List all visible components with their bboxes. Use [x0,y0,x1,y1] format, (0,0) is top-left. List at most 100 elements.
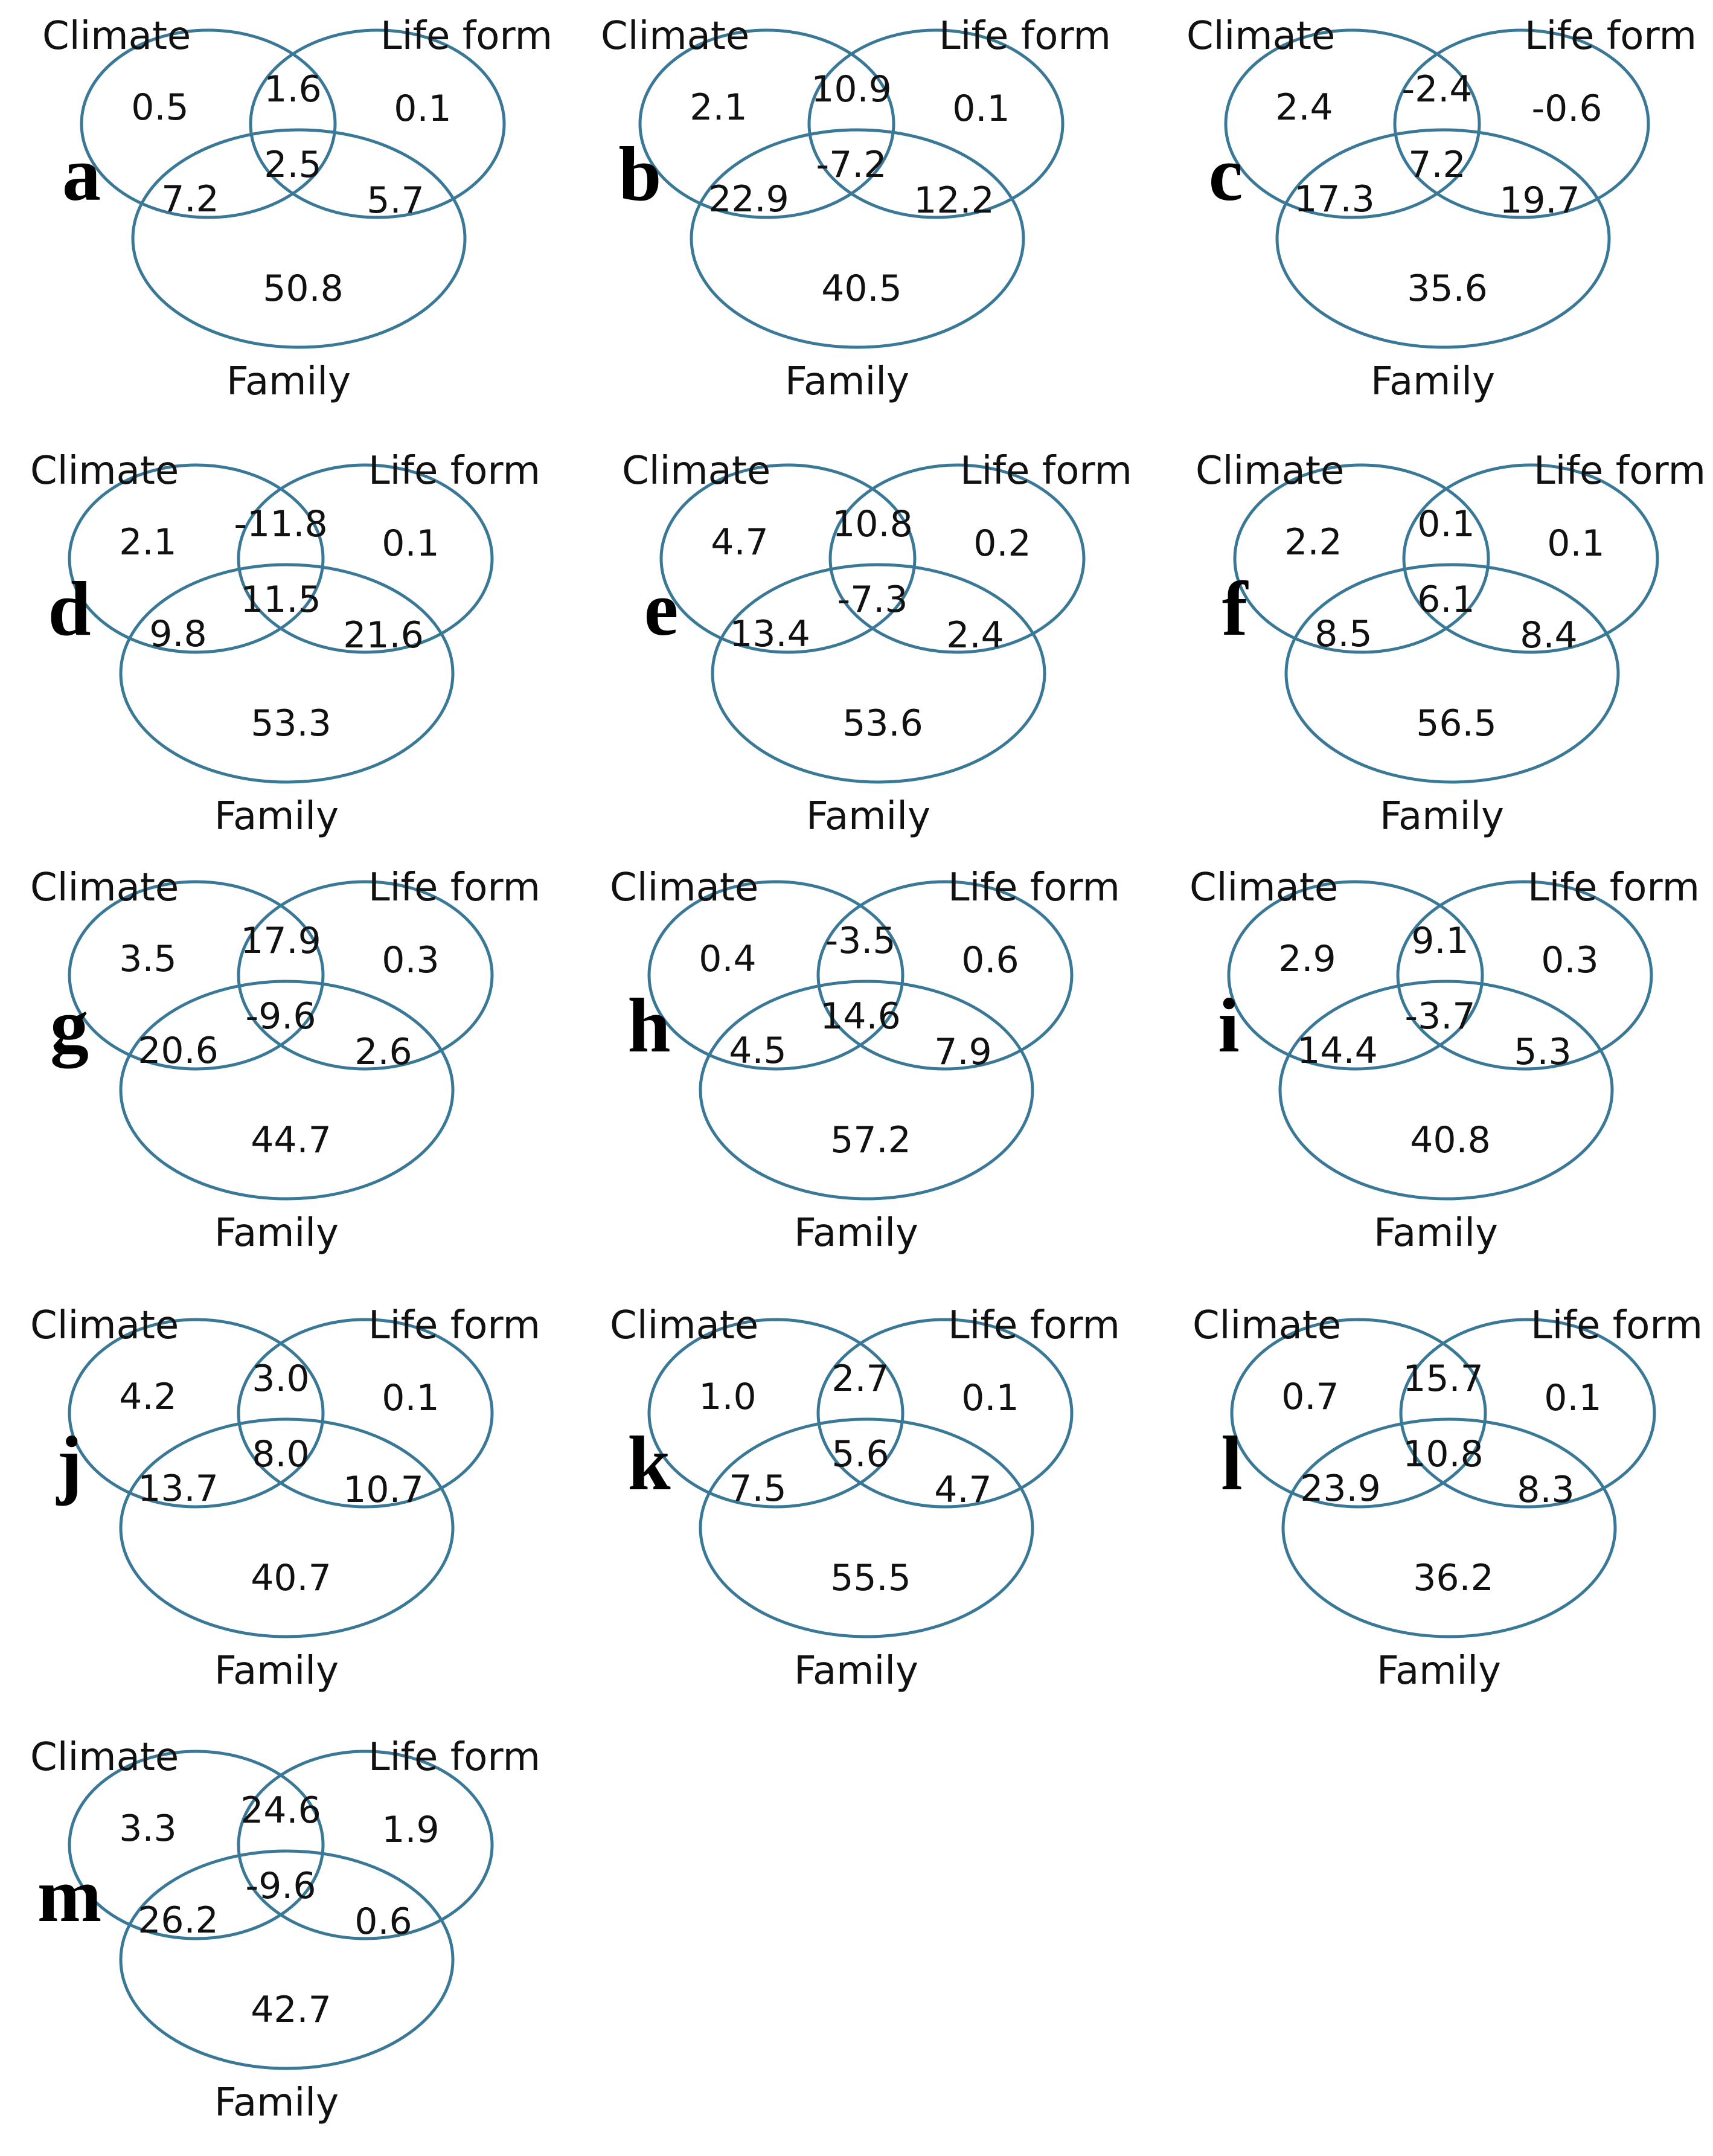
climate-circle [1230,1318,1487,1509]
region-value-climate-only: 2.2 [1284,521,1342,563]
life-form-circle [807,28,1065,219]
region-value-all: 11.5 [240,579,321,621]
panel-letter: k [627,1420,671,1506]
region-value-climate-only: 2.1 [119,521,177,563]
family-label: Family [214,2081,339,2125]
region-value-climate-only: 1.0 [699,1376,757,1418]
region-value-family-only: 56.5 [1416,702,1497,745]
region-value-all: -7.2 [816,144,887,186]
family-label: Family [794,1211,918,1256]
region-value-climate-family: 7.5 [729,1468,787,1510]
region-value-climate-life: 24.6 [240,1789,321,1832]
family-circle [690,128,1025,349]
region-value-climate-family: 13.4 [729,613,810,655]
region-value-family-only: 53.3 [251,702,331,745]
life-form-circle [1402,463,1659,654]
panel-letter: i [1218,983,1240,1068]
region-value-all: 2.5 [264,144,322,186]
life-form-label: Life form [939,14,1111,59]
region-value-life-family: 10.7 [343,1469,424,1511]
region-value-climate-family: 4.5 [729,1030,787,1072]
venn-circles [647,1318,1074,1638]
region-value-climate-only: 0.5 [131,86,189,129]
life-form-circle [1399,1318,1656,1509]
climate-circle [68,1750,325,1940]
region-value-climate-family: 20.6 [138,1030,219,1072]
region-value-all: 6.1 [1417,579,1475,621]
region-value-climate-only: 3.3 [119,1808,177,1850]
venn-circles [68,1318,494,1638]
venn-circles [68,463,494,784]
family-circle [711,563,1046,784]
family-circle [119,1417,455,1638]
climate-circle [68,1318,325,1509]
life-form-label: Life form [1525,14,1697,59]
panel-letter: a [62,131,101,217]
region-value-family-only: 42.7 [251,1989,331,2031]
region-value-life-only: 0.6 [961,939,1019,981]
region-value-family-only: 44.7 [251,1119,331,1161]
region-value-climate-life: 0.1 [1417,503,1475,545]
climate-label: Climate [30,865,179,910]
region-value-life-only: 0.1 [952,88,1010,130]
region-value-climate-life: -3.5 [825,920,896,962]
region-value-climate-life: 1.6 [264,68,322,111]
family-label: Family [806,794,930,839]
life-form-circle [249,28,506,219]
life-form-circle [816,1318,1074,1509]
life-form-circle [237,1750,494,1940]
region-value-life-family: 19.7 [1499,179,1580,222]
climate-circle [1233,463,1490,654]
region-value-life-only: 0.2 [973,522,1031,565]
region-value-all: -7.3 [837,579,908,621]
family-label: Family [214,794,339,839]
family-label: Family [1371,359,1495,404]
life-form-circle [1396,880,1653,1071]
climate-circle [647,1318,905,1509]
life-form-circle [237,463,494,654]
region-value-all: -9.6 [245,995,316,1038]
region-value-all: 10.8 [1403,1433,1484,1475]
region-value-life-only: 0.1 [1544,1377,1602,1419]
climate-label: Climate [610,1303,759,1348]
life-form-circle [1393,28,1650,219]
venn-circles [1224,28,1650,349]
climate-circle [1227,880,1484,1071]
region-value-life-family: 21.6 [343,614,424,656]
panel-letter: g [50,983,89,1068]
venn-circles [638,28,1065,349]
climate-label: Climate [1193,1303,1342,1348]
region-value-family-only: 57.2 [830,1119,911,1161]
region-value-life-only: 0.1 [382,1377,440,1419]
climate-label: Climate [30,1303,179,1348]
region-value-family-only: 35.6 [1407,268,1488,310]
region-value-life-only: 0.1 [394,88,452,130]
region-value-life-family: 12.2 [914,179,994,222]
region-value-all: -3.7 [1404,995,1476,1038]
region-value-climate-family: 17.3 [1294,178,1375,220]
panel-letter: m [37,1852,102,1938]
life-form-label: Life form [368,865,540,910]
family-label: Family [214,1649,339,1693]
family-circle [1281,1417,1617,1638]
region-value-climate-life: 2.7 [831,1358,889,1400]
life-form-label: Life form [368,1303,540,1348]
life-form-label: Life form [380,14,552,59]
region-value-climate-life: 10.9 [811,68,892,111]
life-form-label: Life form [1534,449,1706,493]
region-value-climate-life: 9.1 [1411,920,1469,962]
region-value-life-only: 1.9 [382,1809,440,1851]
family-label: Family [1374,1211,1498,1256]
region-value-family-only: 55.5 [830,1557,911,1599]
region-value-all: 7.2 [1408,144,1466,186]
climate-circle [80,28,337,219]
region-value-climate-family: 8.5 [1314,613,1372,655]
life-form-label: Life form [368,1735,540,1780]
family-circle [699,1417,1034,1638]
